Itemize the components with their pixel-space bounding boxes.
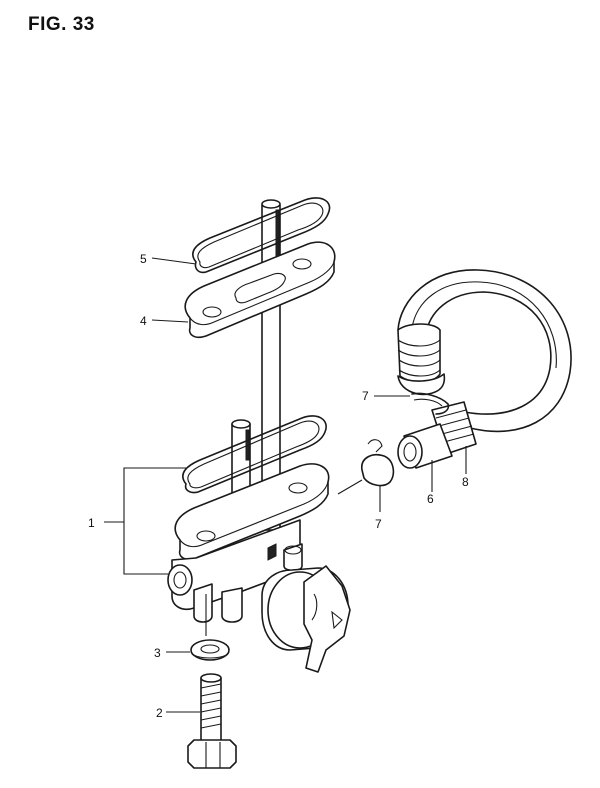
fuel-hose-part-8 <box>397 269 572 455</box>
fuel-valve-body <box>167 519 303 623</box>
gasket-plate-part-4 <box>184 241 336 339</box>
callout-8: 8 <box>462 475 469 489</box>
hose-clip-part-7-lower <box>361 439 395 487</box>
valve-lever-handle <box>261 565 351 673</box>
figure-title: FIG. 33 <box>28 14 95 35</box>
callout-7-lower: 7 <box>375 517 382 531</box>
callout-2: 2 <box>156 706 163 720</box>
bolt-part-2 <box>187 673 237 769</box>
callout-1: 1 <box>88 516 95 530</box>
hose-clip-part-7-upper <box>411 392 450 415</box>
callout-1-bracket <box>104 467 186 575</box>
callout-5: 5 <box>140 252 147 266</box>
valve-upper-gasket <box>182 415 327 494</box>
washer-part-3 <box>190 639 230 661</box>
callout-6: 6 <box>427 492 434 506</box>
callout-3: 3 <box>154 646 161 660</box>
callout-4: 4 <box>140 314 147 328</box>
pipe-part-6 <box>397 423 453 469</box>
callout-7-upper: 7 <box>362 389 369 403</box>
leader-lines <box>151 257 467 713</box>
o-ring-gasket-part-5 <box>192 197 331 274</box>
